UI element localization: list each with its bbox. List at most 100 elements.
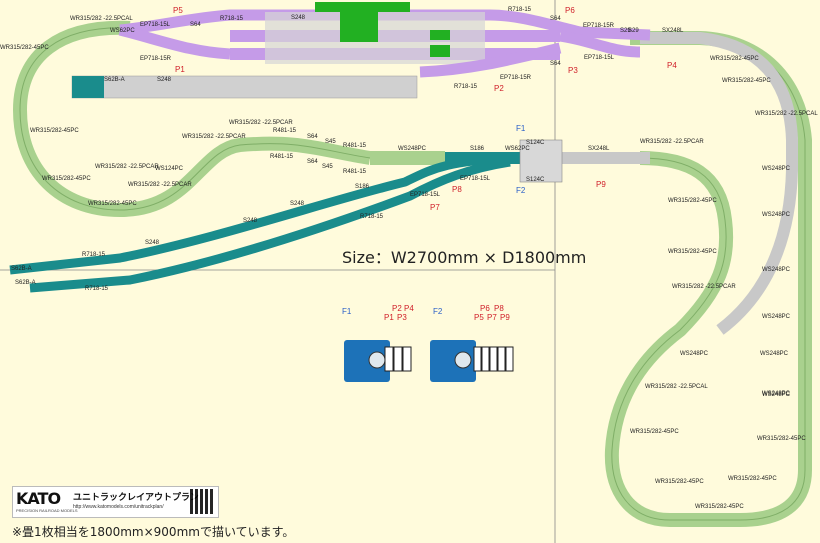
track-label: S248 — [291, 15, 306, 21]
track-label: S248 — [145, 240, 160, 246]
controller-1-p4: P4 — [404, 304, 414, 313]
track-label: S45 — [322, 164, 333, 170]
controller-2-p9: P9 — [500, 313, 510, 322]
track-label: WR315/282-45PC — [728, 476, 777, 482]
controller-1: F1 P1 P2 P3 P4 — [342, 304, 414, 382]
track-label: SX248L — [588, 146, 610, 152]
point-label-p2: P2 — [494, 84, 504, 93]
point-label-p4: P4 — [667, 61, 677, 70]
track-label: WR315/282 -22.5PCAR — [229, 120, 293, 126]
green-right-loop-edge — [611, 37, 806, 521]
track-label: WS62PC — [110, 28, 135, 34]
track-label: EP718-15L — [584, 55, 615, 61]
track-label: WR315/282-45PC — [695, 504, 744, 510]
track-label: S186 — [470, 146, 485, 152]
switch-box-1c — [402, 346, 412, 372]
track-label: WS248PC — [762, 166, 791, 172]
controller-2-p8: P8 — [494, 304, 504, 313]
point-label-p9: P9 — [596, 180, 606, 189]
track-label: S45 — [325, 139, 336, 145]
track-label: R481-15 — [343, 169, 367, 175]
green-left-loop-edge — [19, 27, 371, 211]
controller-2-feeder: F2 — [433, 307, 443, 316]
purple-right-fan — [559, 30, 641, 58]
controller-1-feeder: F1 — [342, 307, 352, 316]
track-label: S248 — [290, 201, 305, 207]
qr-code-icon — [190, 489, 215, 514]
track-label: R718-15 — [85, 286, 109, 292]
controller-2: F2 P5 P6 P7 P8 P9 — [430, 304, 514, 382]
track-label: WR315/282-45PC — [655, 479, 704, 485]
switch-box-2e — [505, 346, 514, 372]
track-label: WS248PC — [762, 267, 791, 273]
track-label: EP718-15R — [583, 23, 615, 29]
track-label: WS62PC — [505, 146, 530, 152]
track-label: WR315/282-45PC — [668, 198, 717, 204]
track-label: R481-15 — [270, 154, 294, 160]
track-label: WR315/282 -22.5PCAR — [128, 182, 192, 188]
track-label: WR315/282-45PC — [630, 429, 679, 435]
track-label: WR315/282-45PC — [30, 128, 79, 134]
track-label: EP718-15R — [500, 75, 532, 81]
track-label: R718-15 — [508, 7, 532, 13]
controller-2-p6: P6 — [480, 304, 490, 313]
track-label: WS248PC — [762, 212, 791, 218]
size-label: Size：W2700mm × D1800mm — [342, 248, 587, 267]
track-label: S124C — [526, 177, 545, 183]
track-label: S62B-A — [15, 280, 36, 286]
track-label: WS248PC — [762, 314, 791, 320]
track-label: WR315/282 -22.5PCAL — [70, 16, 133, 22]
track-label: WR315/282-45PC — [668, 249, 717, 255]
track-label: WR315/282-45PC — [710, 56, 759, 62]
controller-1-p3: P3 — [397, 313, 407, 322]
teal-track-lower — [29, 157, 511, 293]
station-building — [340, 2, 378, 42]
track-label: S248 — [157, 77, 172, 83]
track-label: WR315/282 -22.5PCAL — [755, 111, 818, 117]
track-label: R718-15 — [454, 84, 478, 90]
point-label-p7: P7 — [430, 203, 440, 212]
point-label-p6: P6 — [565, 6, 575, 15]
power-pack-1 — [344, 340, 390, 382]
switch-box-2d — [497, 346, 506, 372]
station-stair-1 — [430, 30, 450, 40]
track-label: WR315/282 -22.5PCAR — [95, 164, 159, 170]
track-label: WR315/282-45PC — [722, 78, 771, 84]
track-label: S64 — [307, 134, 318, 140]
siding-bumper — [72, 76, 104, 98]
track-label: WS248PC — [762, 391, 791, 397]
track-label: S64 — [550, 16, 561, 22]
point-label-p3: P3 — [568, 66, 578, 75]
track-label: WS124PC — [155, 166, 184, 172]
track-label: WR315/282-45PC — [88, 201, 137, 207]
kato-logo: KATO — [16, 489, 61, 508]
track-label: WS248PC — [762, 392, 791, 398]
power-pack-1-dial — [368, 351, 386, 369]
track-label: S29 — [628, 28, 639, 34]
gray-right-track — [640, 32, 798, 335]
point-label-p8: P8 — [452, 185, 462, 194]
track-label: WR315/282 -22.5PCAR — [672, 284, 736, 290]
track-label: WR315/282-45PC — [757, 436, 806, 442]
track-label: WS248PC — [760, 351, 789, 357]
track-label: R718-15 — [82, 252, 106, 258]
track-label: S64 — [307, 159, 318, 165]
track-label: S62B-A — [104, 77, 125, 83]
power-pack-2-dial — [454, 351, 472, 369]
track-label: R718-15 — [360, 214, 384, 220]
power-pack-2 — [430, 340, 476, 382]
track-label: WS248PC — [398, 146, 427, 152]
track-label: S124C — [526, 140, 545, 146]
point-label-p1: P1 — [175, 65, 185, 74]
track-label: S29 — [620, 28, 631, 34]
controller-2-p5: P5 — [474, 313, 484, 322]
brand-title: ユニトラックレイアウトプラン — [73, 493, 200, 503]
track-label: EP718-15L — [460, 176, 491, 182]
track-label: R481-15 — [273, 128, 297, 134]
controller-1-p1: P1 — [384, 313, 394, 322]
switch-box-2a — [473, 346, 482, 372]
point-label-p5: P5 — [173, 6, 183, 15]
track-label: WR315/282 -22.5PCAR — [182, 134, 246, 140]
track-label: S64 — [550, 61, 561, 67]
